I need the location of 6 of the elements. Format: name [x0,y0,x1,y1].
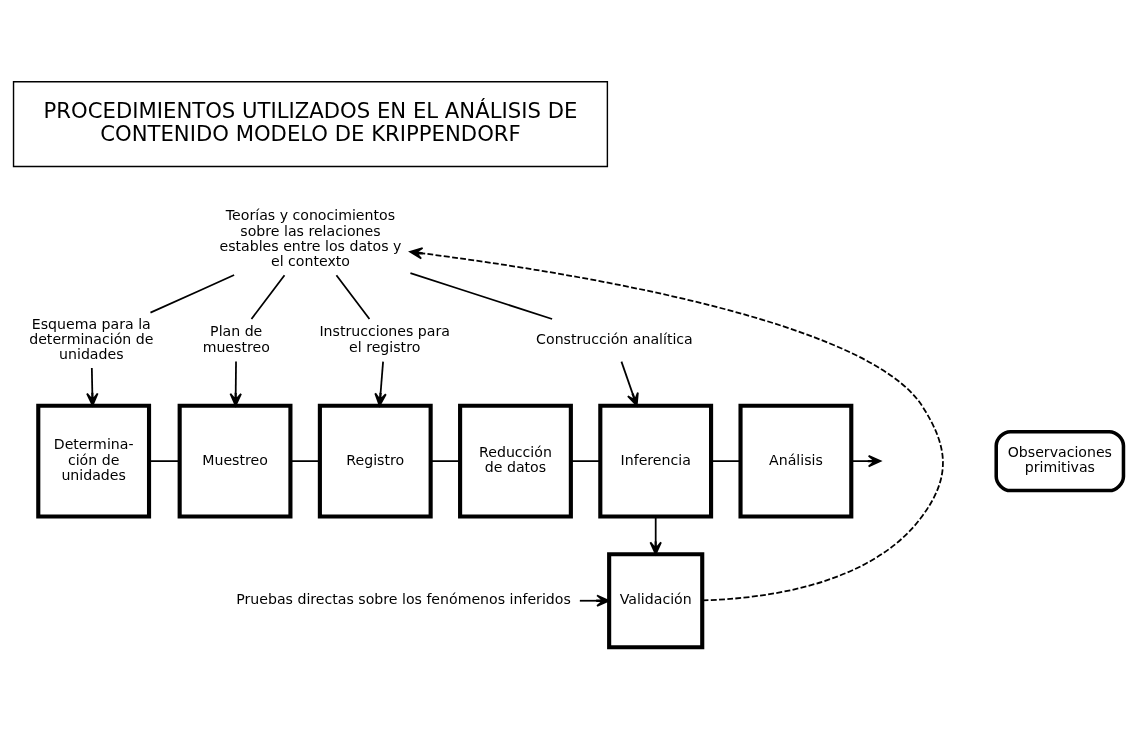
node-text: Construcción analítica [536,331,693,347]
node-text: Teorías y conocimientos sobre las relaciones estables entre los datos y el contexto [219,207,402,270]
node-text: Plan de muestreo [202,323,270,355]
node-text: Instrucciones para el registro [319,323,450,355]
node-text: Pruebas directas sobre los fenómenos inferidos [236,591,571,608]
node-text: Esquema para la determinación de unidades [29,315,154,363]
